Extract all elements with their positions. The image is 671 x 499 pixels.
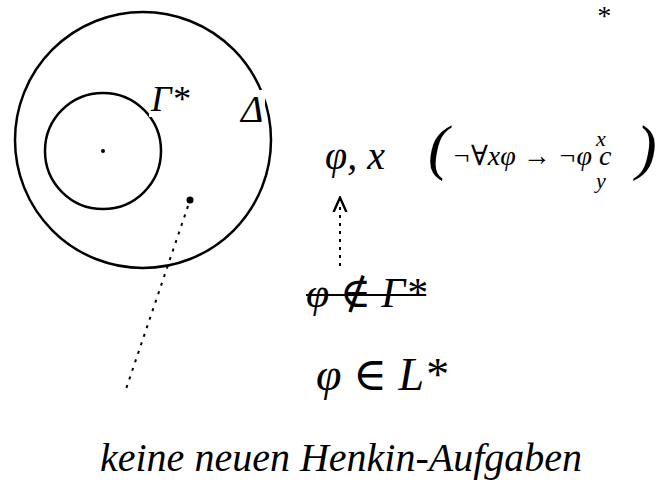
note-text: x — [596, 128, 606, 150]
set-circle: Γ* — [45, 93, 161, 209]
note-text: * — [596, 2, 610, 30]
note-text: ) — [636, 116, 657, 178]
element-dot — [187, 197, 194, 204]
note-text: φ, x — [325, 136, 385, 176]
center-dot — [101, 149, 105, 153]
leader-line — [125, 206, 188, 392]
circle-outline — [45, 93, 161, 209]
note-text: ( — [428, 116, 449, 178]
note-text: φ ∈ L* — [316, 352, 447, 398]
set-label: Γ* — [149, 81, 191, 117]
note-text: φ ∉ Γ* — [306, 272, 426, 314]
note-text: keine neuen Henkin-Aufgaben — [100, 438, 582, 478]
note-text: y — [596, 170, 606, 192]
note-text: ¬∀xφ → ¬φ c — [452, 142, 612, 170]
set-label: Δ — [239, 90, 265, 128]
circle-outline — [15, 12, 271, 268]
dotted-arrow — [339, 204, 341, 266]
set-circle: Δ Γ* — [15, 12, 271, 268]
